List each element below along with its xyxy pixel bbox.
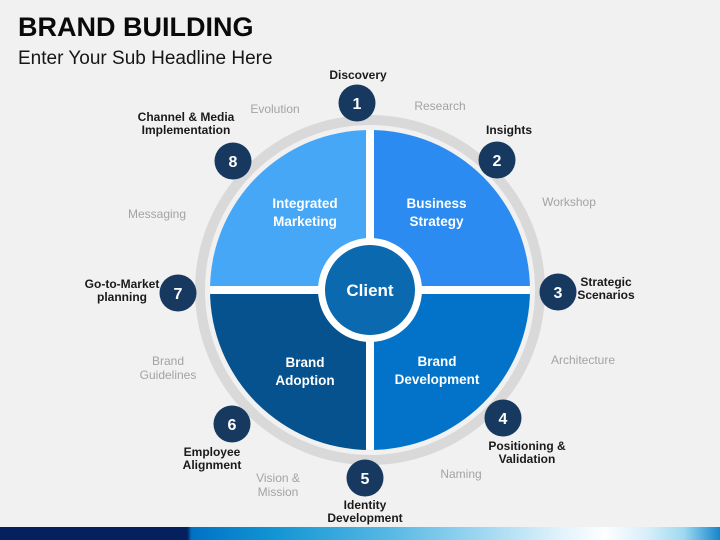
client-label: Client xyxy=(346,281,394,300)
step-dot-7 xyxy=(159,274,197,312)
bottom-gradient-bar xyxy=(0,527,720,540)
phase-label-evolution: Evolution xyxy=(250,102,300,116)
page-subtitle: Enter Your Sub Headline Here xyxy=(18,48,273,69)
step-label-positioning-validation: Positioning & Validation xyxy=(488,439,566,466)
step-number-3: 3 xyxy=(554,285,563,302)
phase-label-vision-mission: Vision & Mission xyxy=(256,471,300,499)
step-label-strategic-scenarios: Strategic Scenarios xyxy=(577,275,635,302)
step-number-2: 2 xyxy=(493,153,502,170)
step-number-1: 1 xyxy=(353,96,362,113)
step-dot-4 xyxy=(484,399,522,437)
step-label-employee-alignment: Employee Alignment xyxy=(182,445,242,472)
step-number-7: 7 xyxy=(174,286,183,303)
step-dot-8 xyxy=(214,142,252,180)
step-label-discovery: Discovery xyxy=(329,68,387,82)
phase-label-naming: Naming xyxy=(440,467,482,481)
phase-label-workshop: Workshop xyxy=(542,195,596,209)
step-number-6: 6 xyxy=(228,417,237,434)
quadrant-label-business-strategy: Business Strategy xyxy=(406,196,467,229)
step-dot-1 xyxy=(338,84,376,122)
step-label-identity-development: Identity Development xyxy=(327,498,403,525)
step-label-channel-media-implementation: Channel & Media Implementation xyxy=(137,110,235,137)
quadrant-label-integrated-marketing: Integrated Marketing xyxy=(272,196,338,229)
step-dot-6 xyxy=(213,405,251,443)
step-number-8: 8 xyxy=(229,154,238,171)
step-dot-3 xyxy=(539,273,577,311)
step-number-4: 4 xyxy=(499,411,508,428)
phase-label-architecture: Architecture xyxy=(550,353,616,367)
page-title: BRAND BUILDING xyxy=(18,12,254,42)
step-label-go-to-market-planning: Go-to-Market planning xyxy=(84,277,160,304)
step-dot-2 xyxy=(478,141,516,179)
step-dot-5 xyxy=(346,459,384,497)
quadrant-label-brand-development: Brand Development xyxy=(394,354,480,387)
center-circle xyxy=(325,245,415,335)
step-number-5: 5 xyxy=(361,471,370,488)
phase-label-brand-guidelines: Brand Guidelines xyxy=(139,354,197,382)
step-label-insights: Insights xyxy=(485,123,532,137)
quadrant-label-brand-adoption: Brand Adoption xyxy=(275,355,335,388)
phase-label-messaging: Messaging xyxy=(127,207,187,221)
phase-label-research: Research xyxy=(414,99,466,113)
